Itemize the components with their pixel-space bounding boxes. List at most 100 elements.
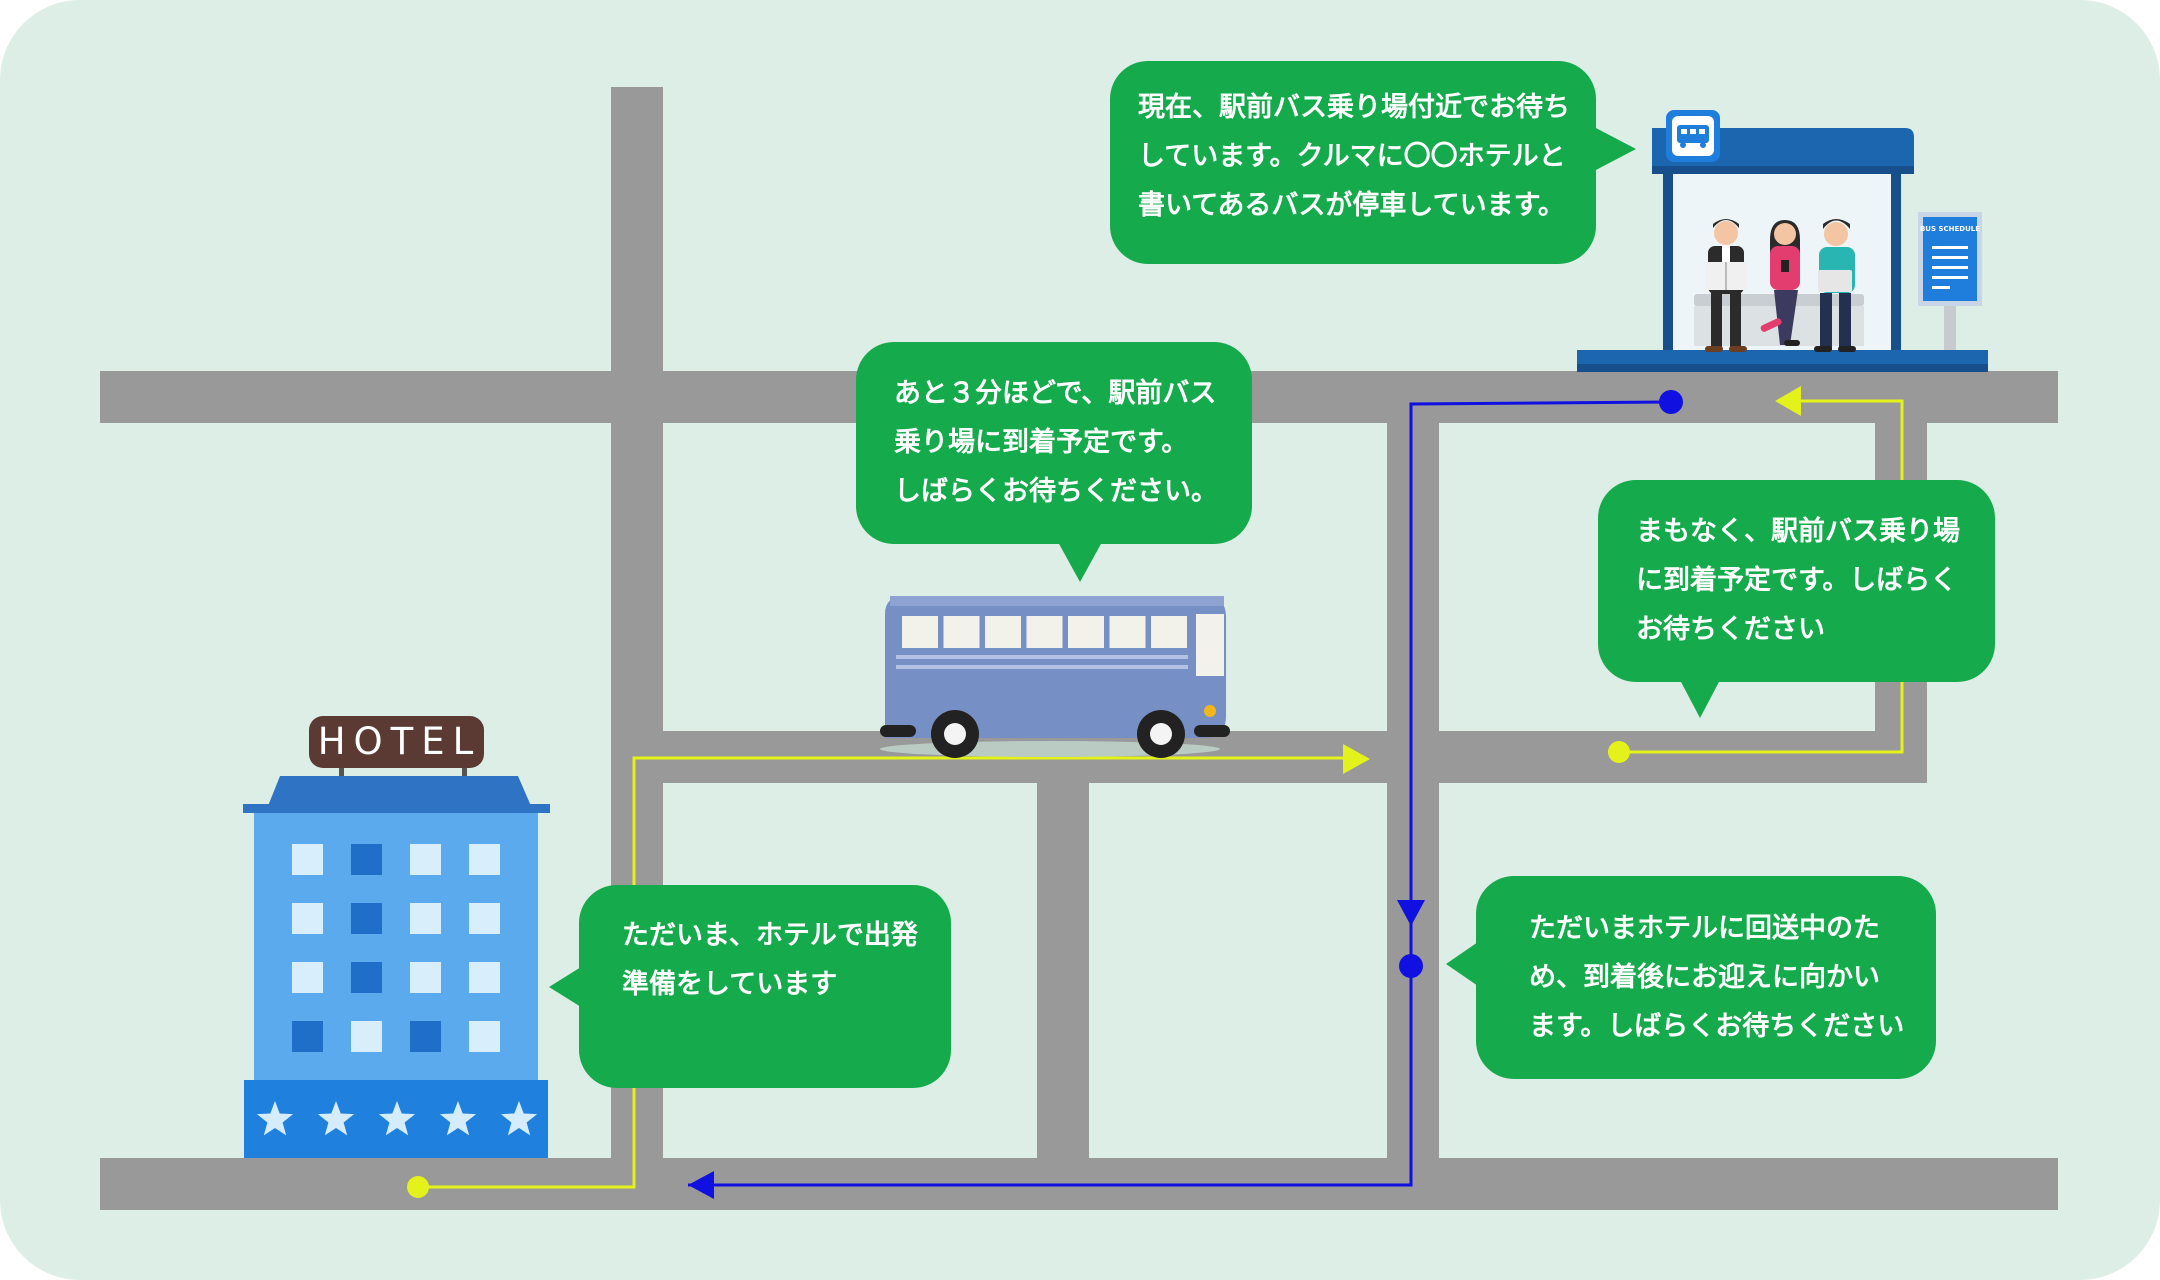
bubble-text-line: ただいま、ホテルで出発 <box>622 920 918 951</box>
passenger-man-laptop <box>1814 219 1856 352</box>
bus-windows <box>902 616 1187 648</box>
bus-schedule-board: BUS SCHEDULE <box>1918 212 1982 350</box>
hotel-window <box>351 962 382 993</box>
bus-wheel-rear-hub <box>944 723 966 745</box>
hotel-star-icon <box>378 1101 416 1136</box>
bus-roof-band <box>890 596 1224 606</box>
bus-window <box>1026 616 1063 648</box>
hotel-window <box>469 962 500 993</box>
bus-bumper-front <box>1194 725 1230 737</box>
schedule-line-3 <box>1932 266 1968 269</box>
bus-stripe-2 <box>896 665 1188 669</box>
bus <box>880 596 1230 758</box>
hotel-star-icon <box>500 1101 538 1136</box>
bubble-tail <box>1058 542 1102 582</box>
hotel-sign-post-left <box>339 766 344 780</box>
blue-route-line <box>688 400 1672 1187</box>
bus-headlight <box>1204 705 1216 717</box>
bubble-text-line: め、到着後にお迎えに向かい <box>1529 962 1880 993</box>
blue-route-start-dot <box>1659 390 1683 414</box>
bus-window <box>1109 616 1146 648</box>
bubble-bus-eta: あと３分ほどで、駅前バス 乗り場に到着予定です。 しばらくお待ちください。 <box>856 342 1252 582</box>
passenger-man-newspaper <box>1705 219 1747 352</box>
bus-stop-pillar-left <box>1663 172 1673 356</box>
blue-route-dot <box>1399 954 1423 978</box>
bus-window <box>985 616 1021 648</box>
hotel-building <box>243 766 550 1158</box>
bus-stop-platform-edge <box>1577 364 1988 372</box>
blue-route <box>688 390 1683 1199</box>
bubble-text-line: あと３分ほどで、駅前バス <box>894 378 1217 409</box>
schedule-line-1 <box>1932 246 1968 249</box>
hotel-window <box>469 1021 500 1052</box>
bubble-returning-to-hotel: ただいまホテルに回送中のた め、到着後にお迎えに向かい ます。しばらくお待ちくだ… <box>1446 876 1936 1079</box>
bus-window <box>1068 616 1104 648</box>
blue-route-arrow-down <box>1397 900 1425 926</box>
bus-window <box>943 616 980 648</box>
bus-window <box>1151 616 1187 648</box>
bubble-text-line: ただいまホテルに回送中のた <box>1529 913 1880 944</box>
bubble-tail <box>1446 942 1478 986</box>
hotel-window <box>351 903 382 934</box>
bus-icon-wheel-1 <box>1680 142 1686 148</box>
schedule-title: BUS SCHEDULE <box>1920 225 1980 233</box>
bubble-tail <box>1680 680 1720 718</box>
bubble-text-line: しています。クルマに〇〇ホテルと <box>1138 141 1566 172</box>
bus-stop-roof-trim <box>1652 166 1914 174</box>
hotel-window <box>351 844 382 875</box>
bubble-tail <box>1594 127 1636 171</box>
bubble-tail <box>549 967 581 1007</box>
bus-window <box>902 616 938 648</box>
hotel-window <box>410 903 441 934</box>
hotel-window <box>469 903 500 934</box>
schedule-line-5 <box>1932 286 1950 289</box>
bubble-text-line: に到着予定です。しばらく <box>1636 565 1958 596</box>
bubble-text-line: 現在、駅前バス乗り場付近でお待ち <box>1138 92 1570 123</box>
yellow-route-start-dot <box>407 1176 429 1198</box>
hotel-window <box>469 844 500 875</box>
yellow-route-dot-2 <box>1608 741 1630 763</box>
bus-icon-window-3 <box>1699 129 1705 134</box>
schedule-post <box>1944 300 1956 350</box>
road-vertical-right <box>1387 423 1439 1210</box>
schedule-line-2 <box>1932 256 1968 259</box>
hotel-window <box>292 903 323 934</box>
hotel-window <box>410 962 441 993</box>
bus-icon-wheel-2 <box>1700 142 1706 148</box>
bubble-text-line: ます。しばらくお待ちください <box>1529 1011 1905 1042</box>
hotel-sign-post-right <box>462 766 467 780</box>
hotel-window <box>292 844 323 875</box>
hotel-window <box>410 1021 441 1052</box>
hotel-star-icon <box>256 1101 294 1136</box>
bus-icon-window-2 <box>1690 129 1696 134</box>
bus-wheel-front-hub <box>1150 723 1172 745</box>
bubble-text-line: しばらくお待ちください。 <box>894 476 1218 507</box>
bubble-arriving-soon: まもなく、駅前バス乗り場 に到着予定です。しばらく お待ちください <box>1598 480 1995 718</box>
bubble-text-line: 書いてあるバスが停車しています。 <box>1138 190 1565 221</box>
yellow-route-arrow-2 <box>1775 386 1801 416</box>
bus-door-window <box>1196 614 1224 676</box>
hotel-sign: HOTEL <box>309 716 484 768</box>
bus-stripe-1 <box>896 655 1188 659</box>
schedule-line-4 <box>1932 276 1968 279</box>
hotel-roof <box>268 776 531 806</box>
hotel-window <box>410 844 441 875</box>
bus-stop-pillar-right <box>1891 172 1901 356</box>
blue-route-arrow-left <box>688 1171 714 1199</box>
hotel-window <box>292 962 323 993</box>
hotel-star-icon <box>317 1101 355 1136</box>
hotel-window <box>351 1021 382 1052</box>
yellow-route-arrow <box>1343 744 1370 774</box>
bubble-text-line: まもなく、駅前バス乗り場 <box>1636 516 1960 547</box>
bubble-hotel-preparing: ただいま、ホテルで出発 準備をしています <box>549 885 951 1088</box>
bus-stop-sign <box>1666 110 1720 162</box>
hotel-star-icon <box>439 1101 477 1136</box>
bubble-text-line: お待ちください <box>1636 614 1825 645</box>
bus-stop: BUS SCHEDULE <box>1577 110 1988 372</box>
bubble-text-line: 準備をしています <box>622 969 838 1000</box>
road-vertical-center <box>1037 783 1089 1158</box>
passenger-woman-phone <box>1760 220 1800 346</box>
hotel-window <box>292 1021 323 1052</box>
hotel-windows <box>292 844 500 1052</box>
